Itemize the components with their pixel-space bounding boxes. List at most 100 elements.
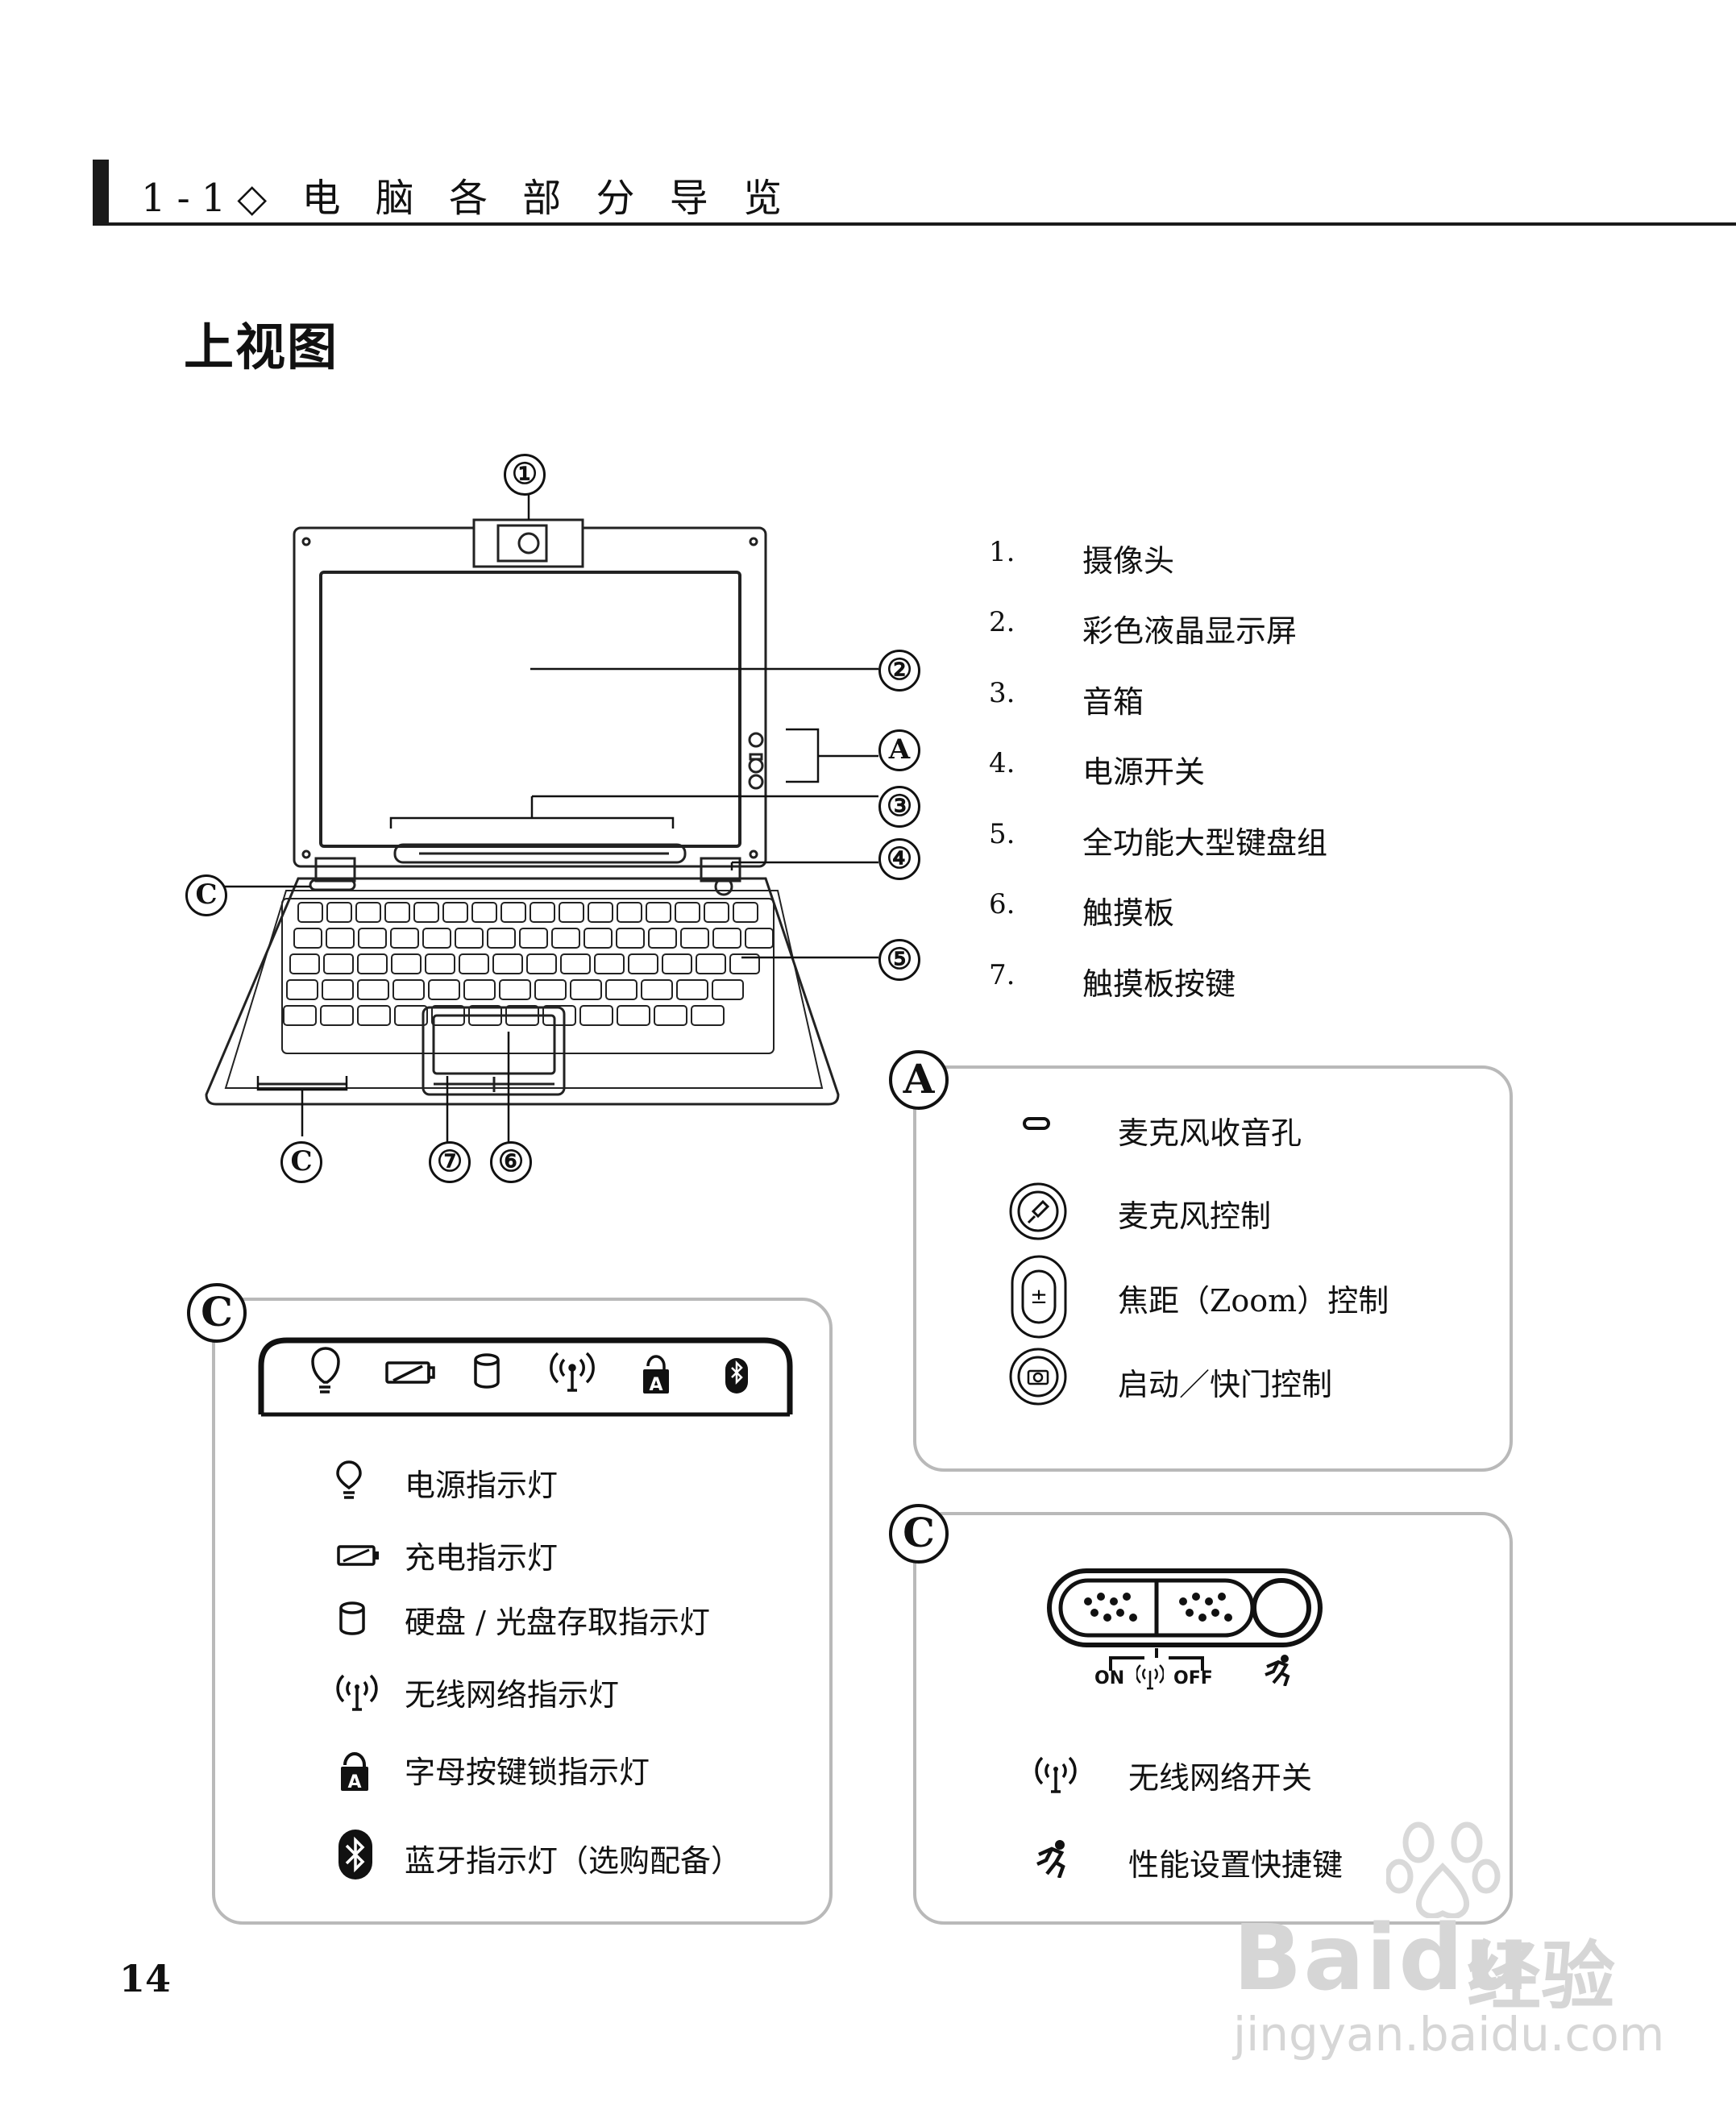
wireless-switch-diagram — [1047, 1568, 1323, 1671]
keyboard-key — [394, 1005, 428, 1026]
keyboard-key — [322, 979, 354, 1000]
keyboard-key — [617, 902, 642, 923]
svg-text:±: ± — [1030, 1285, 1048, 1309]
keyboard-key — [355, 902, 381, 923]
keyboard-key — [617, 1005, 650, 1026]
keyboard-key — [648, 928, 677, 949]
keyboard-key — [357, 953, 388, 974]
keyboard-key — [357, 1005, 391, 1026]
box-a-label: 启动／快门控制 — [1118, 1367, 1333, 1402]
callout-7: ⑦ — [429, 1141, 471, 1183]
box-c-right-badge: C — [889, 1504, 949, 1564]
keyboard-key — [712, 979, 744, 1000]
keyboard-key — [733, 902, 758, 923]
box-c-left-label: 蓝牙指示灯（选购配备） — [405, 1843, 742, 1879]
callout-3: ③ — [878, 786, 920, 828]
keyboard-key — [463, 979, 496, 1000]
keyboard-key — [704, 902, 729, 923]
keyboard-key — [530, 902, 555, 923]
keyboard-key — [745, 928, 774, 949]
keyboard-key — [492, 953, 523, 974]
watermark-cn: 经验 — [1467, 1933, 1616, 2020]
keyboard-key — [729, 953, 760, 974]
callout-c-led: C — [280, 1141, 322, 1183]
watermark-brand: Baidu — [1233, 1906, 1531, 2011]
performance-key-icon — [1265, 1655, 1290, 1686]
camera-shutter-icon — [1009, 1348, 1067, 1406]
box-a-label: 麦克风控制 — [1118, 1198, 1272, 1234]
performance-icon — [1036, 1840, 1065, 1878]
wireless-icon — [1035, 1756, 1077, 1793]
keyboard-key — [413, 902, 439, 923]
keyboard-key — [320, 1005, 354, 1026]
keyboard-key — [286, 979, 318, 1000]
bluetooth-icon — [338, 1830, 372, 1879]
switch-on-label: ON — [1094, 1668, 1125, 1688]
box-c-right-panel — [913, 1512, 1513, 1925]
keyboard-key — [499, 979, 531, 1000]
keyboard-key — [455, 928, 484, 949]
callout-4: ④ — [878, 838, 920, 880]
box-c-right-label: 无线网络开关 — [1128, 1760, 1313, 1796]
svg-text:A: A — [347, 1772, 361, 1792]
keyboard-key — [323, 953, 354, 974]
keyboard-key — [691, 1005, 725, 1026]
keyboard-key — [431, 1005, 465, 1026]
caps-lock-icon: A — [341, 1752, 368, 1792]
box-c-right-label: 性能设置快捷键 — [1128, 1847, 1344, 1883]
box-c-left-panel — [212, 1298, 833, 1925]
page-number: 14 — [119, 1957, 172, 2000]
box-a-badge: A — [889, 1050, 949, 1110]
keyboard-key — [559, 902, 584, 923]
mic-control-icon — [1009, 1182, 1067, 1240]
keyboard-key — [654, 1005, 687, 1026]
battery-charge-icon — [337, 1545, 379, 1566]
mic-hole-icon — [1023, 1117, 1050, 1130]
keyboard-key — [358, 928, 387, 949]
watermark-url: jingyan.baidu.com — [1233, 2007, 1665, 2062]
keyboard-key — [526, 953, 557, 974]
callout-5: ⑤ — [878, 939, 920, 981]
keyboard-key — [676, 979, 708, 1000]
box-c-left-label: 无线网络指示灯 — [405, 1677, 620, 1713]
box-c-left-label: 硬盘 / 光盘存取指示灯 — [405, 1605, 710, 1640]
keyboard-key — [357, 979, 389, 1000]
keyboard-key — [384, 902, 410, 923]
svg-text:A: A — [649, 1375, 662, 1395]
header-rule — [93, 222, 1736, 226]
keyboard-key — [588, 902, 613, 923]
keyboard-key — [584, 928, 613, 949]
wireless-icon — [336, 1674, 378, 1711]
keyboard-key — [505, 1005, 539, 1026]
callout-1: ① — [504, 454, 546, 496]
callout-a: A — [878, 729, 920, 771]
box-a-label: 焦距（Zoom）控制 — [1118, 1283, 1389, 1319]
keyboard-key — [628, 953, 658, 974]
keyboard-key — [646, 902, 671, 923]
keyboard-key — [289, 953, 320, 974]
header-bar — [93, 160, 109, 226]
box-c-left-badge: C — [187, 1283, 247, 1343]
keyboard-key — [594, 953, 625, 974]
keyboard-key — [326, 902, 352, 923]
box-a-panel — [913, 1065, 1513, 1472]
keyboard-key — [391, 953, 422, 974]
keyboard-key — [326, 928, 355, 949]
keyboard-key — [696, 953, 726, 974]
keyboard-key — [551, 928, 580, 949]
keyboard-key — [675, 902, 700, 923]
keyboard-key — [680, 928, 709, 949]
keyboard-key — [519, 928, 548, 949]
keyboard-key — [390, 928, 419, 949]
keyboard-key — [570, 979, 602, 1000]
callout-6: ⑥ — [490, 1141, 532, 1183]
keyboard-key — [468, 1005, 502, 1026]
keyboard-key — [641, 979, 673, 1000]
keyboard-key — [293, 928, 322, 949]
callout-2: ② — [878, 650, 920, 692]
keyboard-key — [392, 979, 425, 1000]
chapter-header: 1-1◇ 电 脑 各 部 分 导 览 — [141, 176, 794, 221]
keyboard-key — [662, 953, 692, 974]
keyboard-key — [442, 902, 468, 923]
disk-icon — [339, 1601, 365, 1635]
